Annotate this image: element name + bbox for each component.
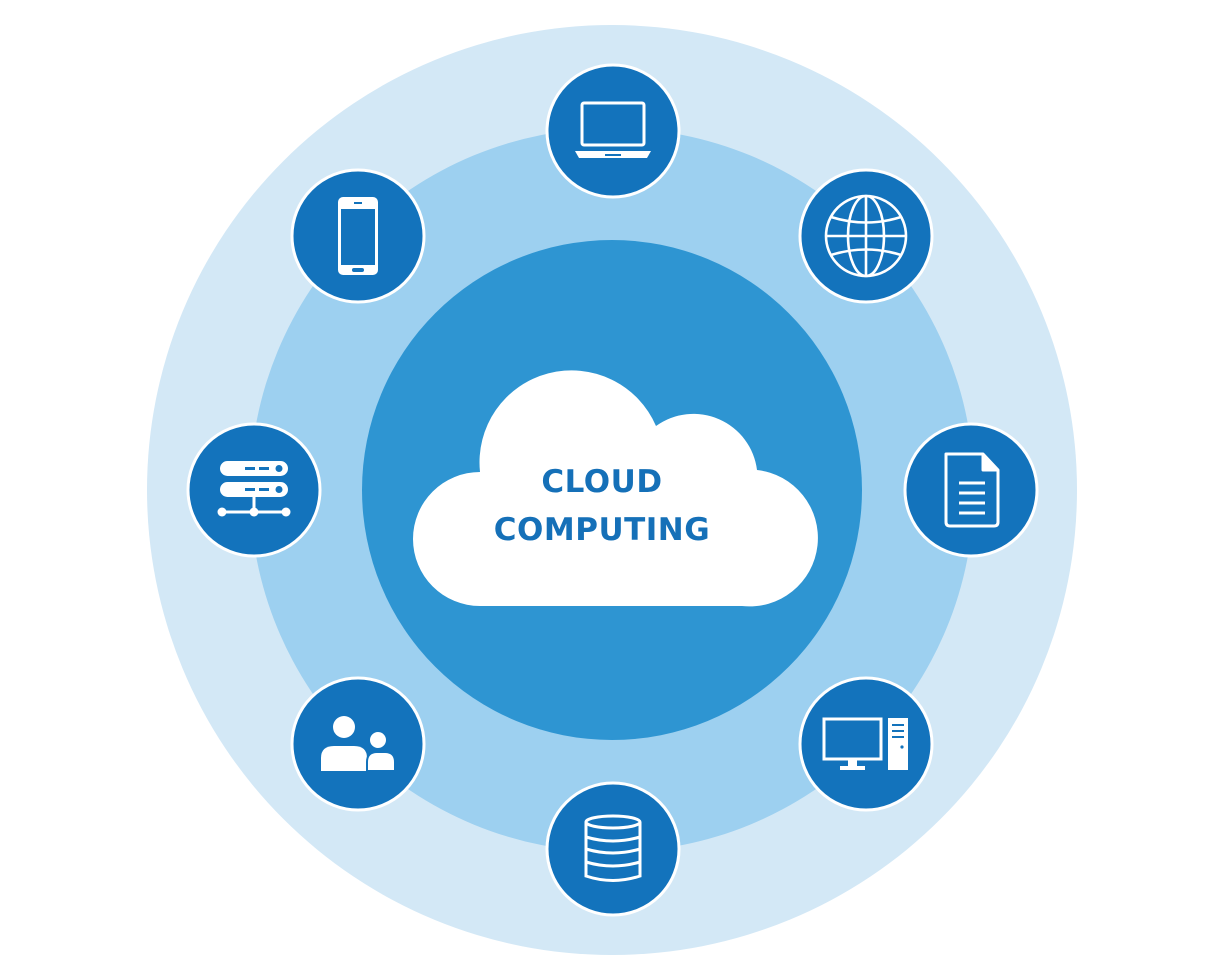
cloud-title-line-1: CLOUD	[541, 464, 662, 500]
node-database	[545, 781, 681, 917]
cloud-shape	[413, 370, 818, 607]
database-icon	[584, 814, 642, 882]
cloud-title-line-2: COMPUTING	[494, 512, 710, 548]
node-document	[903, 422, 1039, 558]
node-smartphone	[290, 168, 426, 304]
node-laptop	[545, 63, 681, 199]
desktop-computer-icon	[822, 717, 908, 770]
network-server-icon	[217, 461, 291, 517]
node-desktop-computer	[798, 676, 934, 812]
node-globe	[798, 168, 934, 304]
node-network-server	[186, 422, 322, 558]
users-icon	[321, 716, 396, 772]
globe-icon	[824, 194, 908, 278]
document-icon	[944, 452, 1000, 528]
smartphone-icon	[338, 197, 378, 275]
node-users	[290, 676, 426, 812]
laptop-icon	[575, 101, 651, 158]
